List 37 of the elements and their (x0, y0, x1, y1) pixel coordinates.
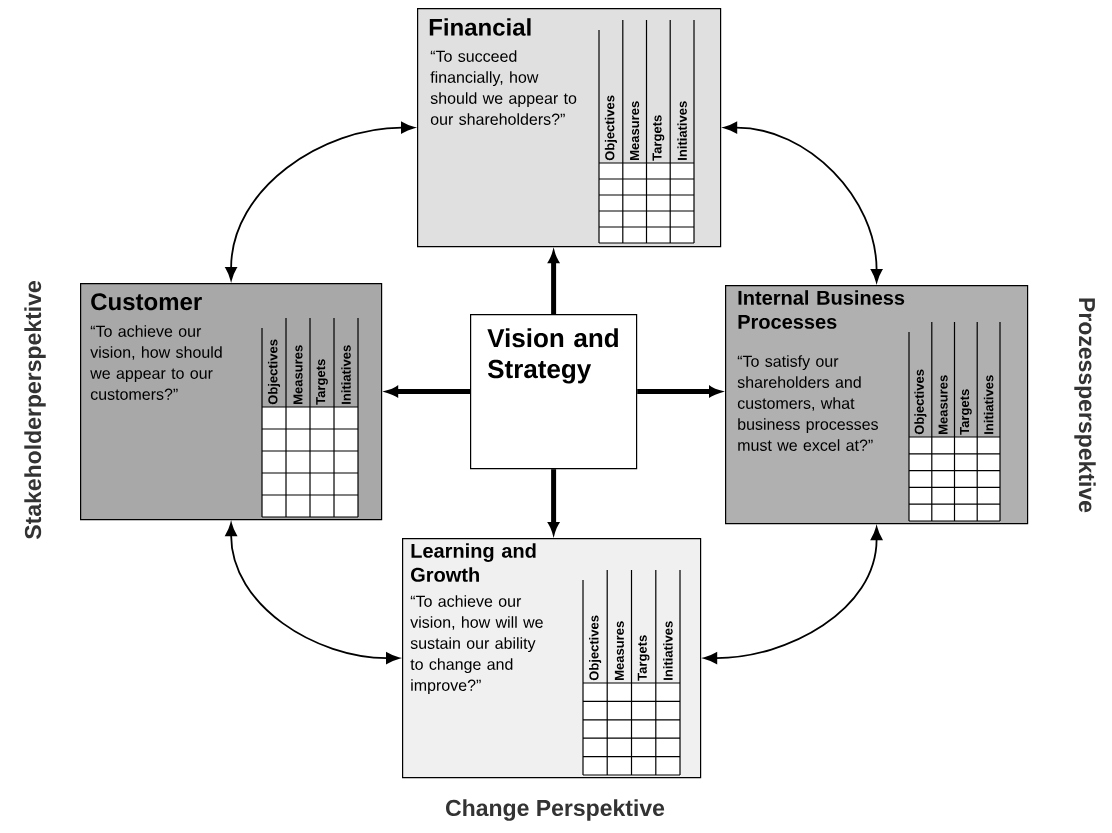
column-header: Measures (630, 101, 640, 160)
perspective-box (725, 285, 1029, 525)
box-heading: Learning and Growth (411, 543, 536, 582)
column-header: Measures (938, 375, 948, 434)
perspective-box (417, 8, 722, 248)
vision-box (470, 314, 638, 470)
question-text: “To succeed financially, how should we appear to our shareholders?” (430, 50, 577, 125)
box-heading: Customer (91, 293, 202, 311)
arrow (703, 526, 883, 664)
column-header: Targets (652, 115, 665, 161)
perspective-label: Prozessperspektive (1074, 298, 1096, 513)
column-header: Initiatives (983, 375, 994, 434)
column-header: Targets (637, 635, 650, 681)
question-text: “To achieve our vision, how should we appear to our customers?” (90, 325, 222, 400)
perspective-label: Change Perspektive (446, 799, 665, 821)
box-heading: Financial (429, 18, 531, 36)
perspective-label: Stakeholderperspektive (24, 281, 46, 540)
box-heading: Internal Business Processes (738, 290, 905, 329)
column-header: Targets (316, 359, 328, 405)
question-text: “To achieve our vision, how will we sustain our ability to change and improve?” (410, 595, 543, 695)
column-header: Objectives (589, 615, 602, 681)
column-header: Measures (614, 621, 624, 680)
column-header: Initiatives (677, 101, 687, 160)
perspective-box (402, 538, 702, 779)
box-heading: Vision and Strategy (487, 328, 618, 384)
column-header: Objectives (914, 369, 927, 435)
column-header: Measures (293, 345, 303, 404)
column-header: Objectives (604, 95, 617, 161)
perspective-box (80, 283, 383, 521)
question-text: “To satisfy our shareholders and customers, what business processes must we excel at?” (737, 355, 878, 451)
column-header: Initiatives (341, 345, 351, 404)
arrow (225, 522, 400, 664)
column-header: Targets (960, 389, 972, 435)
column-header: Objectives (267, 339, 281, 405)
column-header: Initiatives (663, 621, 673, 680)
arrow (723, 121, 883, 283)
arrow (225, 121, 415, 281)
